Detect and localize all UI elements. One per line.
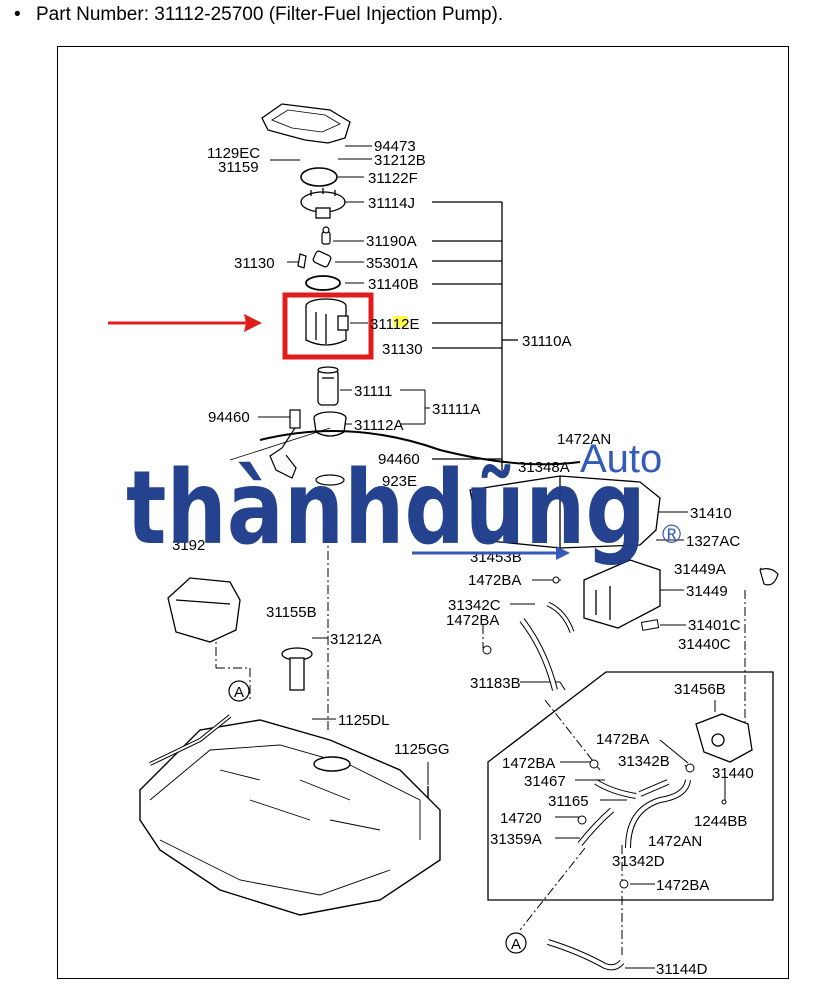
watermark-brand: thànhdũng xyxy=(126,449,646,568)
label-31440: 31440 xyxy=(712,765,754,782)
gasket-ring xyxy=(300,167,338,187)
label-31410: 31410 xyxy=(690,505,732,522)
label-31212a: 31212A xyxy=(330,631,382,648)
label-1125dl: 1125DL xyxy=(338,712,389,729)
evap-inset-panel xyxy=(487,671,774,901)
label-31467: 31467 xyxy=(524,773,566,790)
fuel-pump-exploded-diagram: A A 94473 1129EC 31159 31212B 31122F 311… xyxy=(108,103,779,978)
label-31130: 31130 xyxy=(382,341,423,358)
purge-valve-31440 xyxy=(695,713,753,763)
label-31359a: 31359A xyxy=(490,831,542,848)
watermark-auto: Auto xyxy=(580,437,662,481)
label-31114j: 31114J xyxy=(368,195,415,212)
label-1125gg: 1125GG xyxy=(394,741,450,758)
label-31112e: 31112E xyxy=(370,316,420,333)
label-1327ac: 1327AC xyxy=(686,533,740,550)
label-1244bb: 1244BB xyxy=(694,813,747,830)
pad-31401c xyxy=(640,619,660,631)
pump-strainer xyxy=(313,411,347,437)
label-1472ba-3: 1472BA xyxy=(596,731,649,748)
watermark-registered: ® xyxy=(662,519,681,549)
label-14720: 14720 xyxy=(500,810,542,827)
ref-circle-a-top xyxy=(228,680,250,702)
label-31449: 31449 xyxy=(686,583,728,600)
label-31110a: 31110A xyxy=(522,333,572,350)
check-valve xyxy=(321,226,331,245)
label-31159: 31159 xyxy=(218,159,259,176)
grommet xyxy=(315,474,345,486)
label-31165: 31165 xyxy=(548,793,589,810)
label-31342d: 31342D xyxy=(612,853,665,870)
label-31401c: 31401C xyxy=(688,617,741,634)
o-ring xyxy=(305,275,341,291)
label-31112a: 31112A xyxy=(354,417,404,434)
label-1472ba-2: 1472BA xyxy=(446,612,499,629)
highlight-box xyxy=(282,292,374,360)
label-highlight-mark xyxy=(393,316,408,327)
pump-flange xyxy=(300,188,346,219)
label-94460: 94460 xyxy=(378,451,420,468)
clip-31449a xyxy=(759,568,779,586)
label-94473: 94473 xyxy=(374,138,416,155)
pump-harness xyxy=(259,430,581,466)
label-1472an-top: 1472AN xyxy=(557,431,611,448)
label-31144d: 31144D xyxy=(656,961,708,978)
ref-a-top-label: A xyxy=(234,684,244,701)
label-35301a: 35301A xyxy=(366,255,418,272)
fuel-filter-31112e xyxy=(305,298,349,346)
level-sensor-31155b xyxy=(281,647,313,691)
part-number-caption: • Part Number: 31112-25700 (Filter-Fuel I… xyxy=(14,2,503,28)
pointer-arrow xyxy=(108,314,262,332)
pump-cover-plate xyxy=(261,103,351,144)
label-31212b: 31212B xyxy=(374,152,426,169)
fuel-tank xyxy=(139,719,441,916)
sub-tank-3192 xyxy=(167,577,241,643)
inset-clamps xyxy=(552,576,727,889)
sensor-clip xyxy=(297,250,332,269)
ref-a-bottom-label: A xyxy=(511,936,521,953)
label-1129ec: 1129EC xyxy=(207,145,260,162)
label-31348a: 31348A xyxy=(518,459,570,476)
label-31183b: 31183B xyxy=(470,675,521,692)
label-31122f: 31122F xyxy=(368,170,418,187)
label-923e: 923E xyxy=(382,473,417,490)
label-31342b: 31342B xyxy=(618,753,670,770)
clamp xyxy=(482,645,492,655)
label-31111a: 31111A xyxy=(432,401,480,418)
caption-text: Part Number: 31112-25700 (Filter-Fuel In… xyxy=(36,4,504,25)
vapor-canister xyxy=(469,475,661,549)
label-31155b: 31155B xyxy=(266,604,317,621)
label-94460-left: 94460 xyxy=(208,409,250,426)
label-1472ba-4: 1472BA xyxy=(502,755,555,772)
fuel-sender xyxy=(229,409,331,479)
watermark-logo: thànhdũng Auto ® xyxy=(126,437,681,568)
label-3192: 3192 xyxy=(172,537,205,554)
label-1472ba-1: 1472BA xyxy=(468,572,521,589)
label-31190a: 31190A xyxy=(366,233,417,250)
canister-bracket xyxy=(583,559,661,629)
label-31456b: 31456B xyxy=(674,681,726,698)
label-31111: 31111 xyxy=(354,383,392,400)
label-31449a: 31449A xyxy=(674,561,726,578)
label-31342c: 31342C xyxy=(448,597,501,614)
hose-31342c xyxy=(546,601,575,633)
label-31440c: 31440C xyxy=(678,636,731,653)
label-1472ba-5: 1472BA xyxy=(656,877,709,894)
bracket-31110a xyxy=(432,201,518,470)
label-31140b: 31140B xyxy=(368,276,419,293)
bullet: • xyxy=(14,4,21,25)
ref-circle-a-bottom xyxy=(505,932,527,954)
fuel-pump-motor xyxy=(317,366,339,406)
label-31130-top: 31130 xyxy=(234,255,275,272)
label-1472an-bottom: 1472AN xyxy=(648,833,702,850)
part-labels: 94473 1129EC 31159 31212B 31122F 31114J … xyxy=(172,138,754,978)
